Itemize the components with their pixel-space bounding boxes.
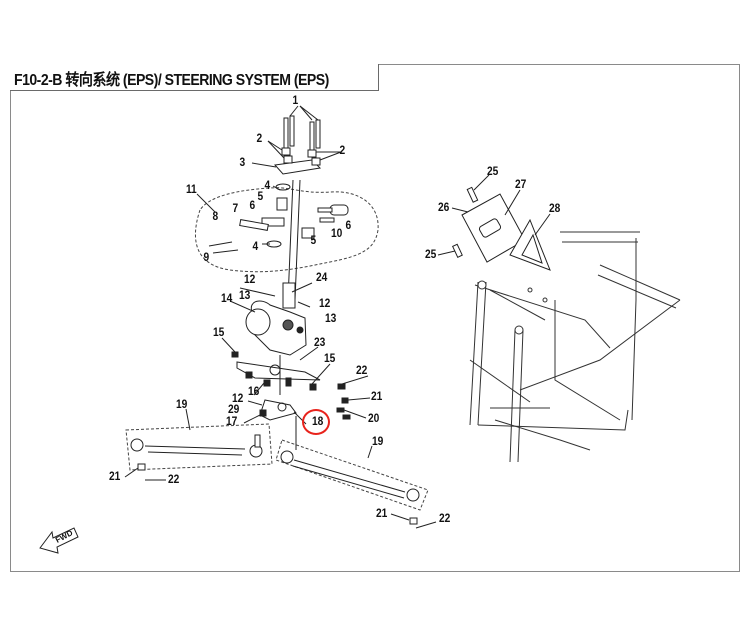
callout-part-16[interactable]: 16 [248, 384, 260, 398]
callout-part-11[interactable]: 11 [185, 182, 197, 196]
callout-part-15[interactable]: 15 [324, 351, 336, 365]
callout-part-27[interactable]: 27 [515, 177, 527, 191]
callout-part-1[interactable]: 1 [292, 93, 299, 107]
tie-rod-right [275, 439, 437, 529]
callout-part-9[interactable]: 9 [203, 250, 210, 264]
callout-part-13[interactable]: 13 [239, 288, 251, 302]
callout-part-4[interactable]: 4 [252, 239, 259, 253]
callout-part-21[interactable]: 21 [109, 469, 121, 483]
callout-part-23[interactable]: 23 [314, 335, 326, 349]
title-box: F10-2-B 转向系统 (EPS)/ STEERING SYSTEM (EPS… [10, 64, 379, 91]
callout-part-8[interactable]: 8 [212, 209, 219, 223]
callout-part-12[interactable]: 12 [232, 391, 244, 405]
ecu-and-bracket [437, 174, 551, 271]
callout-part-19[interactable]: 19 [176, 397, 188, 411]
callout-part-14[interactable]: 14 [221, 291, 233, 305]
callout-part-12[interactable]: 12 [319, 296, 331, 310]
callout-part-15[interactable]: 15 [213, 325, 225, 339]
callout-part-21[interactable]: 21 [371, 389, 383, 403]
eps-motor-assembly [221, 282, 371, 450]
callout-part-20[interactable]: 20 [368, 411, 380, 425]
highlight-circle-part-18 [302, 409, 330, 435]
callout-part-25[interactable]: 25 [425, 247, 437, 261]
callout-part-19[interactable]: 19 [372, 434, 384, 448]
callout-part-5[interactable]: 5 [310, 233, 317, 247]
callout-part-3[interactable]: 3 [239, 155, 246, 169]
callout-part-10[interactable]: 10 [331, 226, 343, 240]
vehicle-frame [469, 231, 681, 463]
page-title: F10-2-B 转向系统 (EPS)/ STEERING SYSTEM (EPS… [14, 72, 329, 89]
callout-part-17[interactable]: 17 [226, 414, 238, 428]
callout-part-29[interactable]: 29 [228, 402, 240, 416]
callout-part-6[interactable]: 6 [249, 198, 256, 212]
callout-part-24[interactable]: 24 [316, 270, 328, 284]
callout-part-28[interactable]: 28 [549, 201, 561, 215]
callout-part-4[interactable]: 4 [264, 178, 271, 192]
callout-part-13[interactable]: 13 [325, 311, 337, 325]
callout-part-7[interactable]: 7 [232, 201, 239, 215]
callout-part-12[interactable]: 12 [244, 272, 256, 286]
callout-part-5[interactable]: 5 [257, 189, 264, 203]
callout-part-22[interactable]: 22 [356, 363, 368, 377]
tie-rod-left [124, 408, 273, 481]
group-11-outline [194, 187, 379, 273]
callout-part-22[interactable]: 22 [439, 511, 451, 525]
steering-column [251, 105, 342, 301]
callout-part-2[interactable]: 2 [256, 131, 263, 145]
column-mount-parts [196, 183, 349, 254]
forward-direction-arrow [39, 527, 79, 554]
callout-part-21[interactable]: 21 [376, 506, 388, 520]
callout-part-25[interactable]: 25 [487, 164, 499, 178]
callout-part-26[interactable]: 26 [438, 200, 450, 214]
callout-part-2[interactable]: 2 [339, 143, 346, 157]
callout-part-6[interactable]: 6 [345, 218, 352, 232]
callout-part-22[interactable]: 22 [168, 472, 180, 486]
